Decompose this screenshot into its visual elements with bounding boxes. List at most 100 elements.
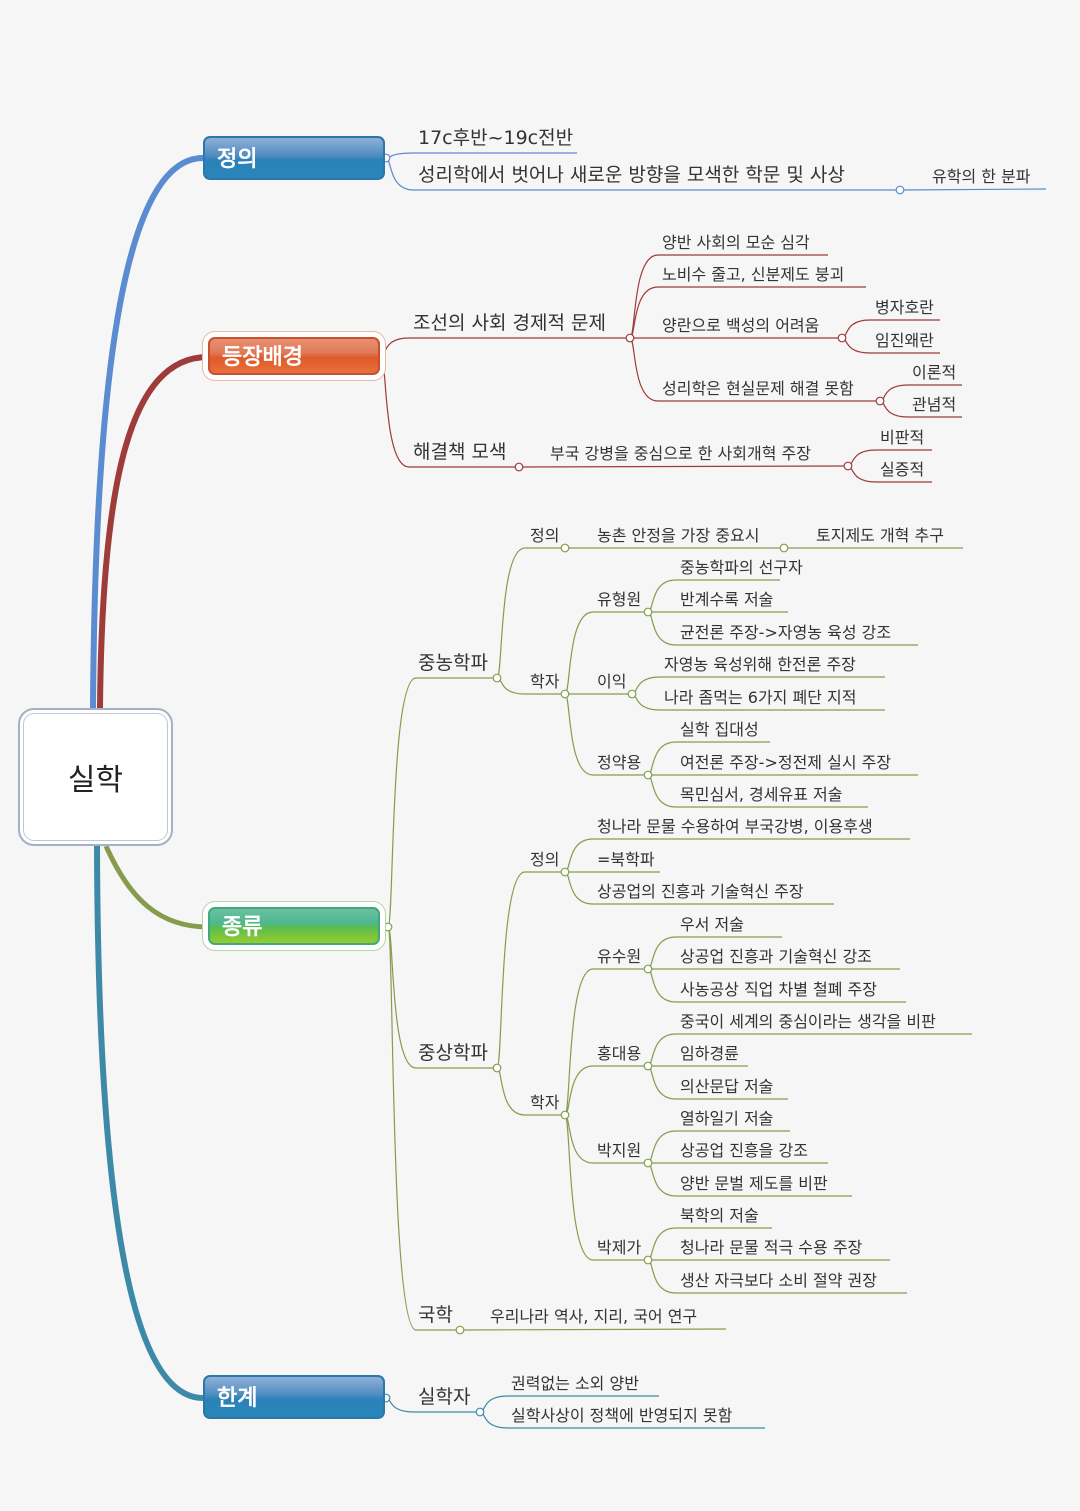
scholar-name[interactable]: 박제가 [597, 1238, 642, 1257]
scholar-item[interactable]: 열하일기 저술 [680, 1109, 774, 1128]
limits-item[interactable]: 권력없는 소외 양반 [511, 1374, 639, 1393]
mercantile-definition-item[interactable]: 청나라 문물 수용하여 부국강병, 이용후생 [597, 817, 873, 836]
solution-sub[interactable]: 실증적 [880, 460, 925, 479]
scholar-item[interactable]: 양반 문벌 제도를 비판 [680, 1174, 828, 1193]
scholar-item[interactable]: 의산문답 저술 [680, 1077, 774, 1096]
branch-definition [90, 155, 204, 709]
problem-item[interactable]: 양란으로 백성의 어려움 [662, 316, 820, 335]
definition-description[interactable]: 성리학에서 벗어나 새로운 방향을 모색한 학문 및 사상 [418, 164, 845, 186]
topic-definition-label: 정의 [217, 147, 258, 172]
collapse-toggle-icon [475, 1407, 485, 1417]
scholar-item[interactable]: 실학 집대성 [680, 720, 759, 739]
scholar-item[interactable]: 나라 좀먹는 6가지 폐단 지적 [664, 688, 857, 707]
scholar-item[interactable]: 상공업 진흥과 기술혁신 강조 [680, 947, 872, 966]
collapse-toggle-icon [627, 689, 637, 699]
problem-sub[interactable]: 관념적 [912, 395, 957, 414]
definition-sub[interactable]: 유학의 한 분파 [932, 167, 1031, 186]
scholar-name[interactable]: 유형원 [597, 590, 642, 609]
solution-sub[interactable]: 비판적 [880, 428, 925, 447]
national-studies-connector [387, 926, 460, 1331]
definition-period-connector [385, 152, 577, 159]
physiocrat[interactable]: 중농학파 [418, 652, 488, 674]
scholar-item[interactable]: 자영농 육성위해 한전론 주장 [664, 655, 856, 674]
limits-scholar[interactable]: 실학자 [418, 1386, 471, 1408]
scholar-name[interactable]: 박지원 [597, 1141, 642, 1160]
collapse-toggle-icon [560, 543, 570, 553]
collapse-toggle-icon [643, 1061, 653, 1071]
scholar-item[interactable]: 여전론 주장->정전제 실시 주장 [680, 753, 892, 772]
scholar-item[interactable]: 중국이 세계의 중심이라는 생각을 비판 [680, 1012, 936, 1031]
scholar-item[interactable]: 청나라 문물 적극 수용 주장 [680, 1238, 863, 1257]
background-problem[interactable]: 조선의 사회 경제적 문제 [413, 312, 606, 334]
scholar-item[interactable]: 우서 저술 [680, 915, 744, 934]
solution-item-connector [518, 465, 849, 468]
scholar-item[interactable]: 목민심서, 경세유표 저술 [680, 785, 843, 804]
solution-item[interactable]: 부국 강병을 중심으로 한 사회개혁 주장 [550, 444, 811, 463]
problem-item[interactable]: 성리학은 현실문제 해결 못함 [662, 379, 854, 398]
mercantile-definition-item[interactable]: =북학파 [597, 850, 655, 869]
problem-sub[interactable]: 이론적 [912, 363, 957, 382]
background-solution[interactable]: 해결책 모색 [413, 441, 507, 463]
problem-sub[interactable]: 임진왜란 [875, 331, 934, 350]
national-studies[interactable]: 국학 [418, 1304, 453, 1326]
problem-item[interactable]: 양반 사회의 모순 심각 [662, 233, 810, 252]
scholar-item[interactable]: 중농학파의 선구자 [680, 558, 803, 577]
collapse-toggle-icon [625, 333, 635, 343]
collapse-toggle-icon [383, 922, 393, 932]
national-studies-item-connector [459, 1328, 727, 1331]
mercantile-definition[interactable]: 정의 [530, 850, 560, 869]
topic-background[interactable]: 등장배경 [208, 337, 380, 375]
collapse-toggle-icon [492, 673, 502, 683]
collapse-toggle-icon [895, 185, 905, 195]
national-studies-item[interactable]: 우리나라 역사, 지리, 국어 연구 [490, 1307, 698, 1326]
scholar-name[interactable]: 유수원 [597, 947, 642, 966]
mercantile-scholars[interactable]: 학자 [530, 1093, 560, 1112]
mercantile-definition-item[interactable]: 상공업의 진흥과 기술혁신 주장 [597, 882, 804, 901]
mercantile-definition-connector [496, 871, 565, 1069]
scholar-item[interactable]: 임하경륜 [680, 1044, 739, 1063]
scholar-item[interactable]: 생산 자극보다 소비 절약 권장 [680, 1271, 877, 1290]
central-topic[interactable]: 실학 [18, 708, 173, 846]
limits-item[interactable]: 실학사상이 정책에 반영되지 못함 [511, 1406, 733, 1425]
definition-sub-connector [899, 188, 1047, 191]
physiocrat-scholars[interactable]: 학자 [530, 672, 560, 691]
collapse-toggle-icon [837, 333, 847, 343]
scholar-item[interactable]: 균전론 주장->자영농 육성 강조 [680, 623, 892, 642]
branch-limits [94, 845, 204, 1401]
collapse-toggle-icon [643, 1158, 653, 1168]
physiocrat-definition-item[interactable]: 농촌 안정을 가장 중요시 [597, 526, 760, 545]
scholar-item[interactable]: 상공업 진흥을 강조 [680, 1141, 808, 1160]
collapse-toggle-icon [560, 689, 570, 699]
branch-background [97, 354, 209, 709]
physiocrat-definition[interactable]: 정의 [530, 526, 560, 545]
scholar-name-connector [564, 968, 648, 1116]
mercantile-connector [387, 926, 497, 1069]
scholar-item[interactable]: 북학의 저술 [680, 1206, 759, 1225]
collapse-toggle-icon [643, 607, 653, 617]
scholar-name[interactable]: 이익 [597, 672, 627, 691]
scholar-name-connector [564, 1065, 648, 1116]
mercantile[interactable]: 중상학파 [418, 1042, 488, 1064]
definition-period[interactable]: 17c후반~19c전반 [418, 127, 574, 149]
scholar-item[interactable]: 반계수록 저술 [680, 590, 774, 609]
scholar-item[interactable]: 사농공상 직업 차별 철폐 주장 [680, 980, 877, 999]
scholar-name-connector [564, 1114, 648, 1261]
collapse-toggle-icon [779, 543, 789, 553]
topic-limits[interactable]: 한계 [203, 1375, 385, 1419]
collapse-toggle-icon [643, 1255, 653, 1265]
problem-sub[interactable]: 병자호란 [875, 298, 934, 317]
collapse-toggle-icon [514, 462, 524, 472]
physiocrat-definition-sub[interactable]: 토지제도 개혁 추구 [816, 526, 944, 545]
collapse-toggle-icon [843, 461, 853, 471]
problem-item[interactable]: 노비수 줄고, 신분제도 붕괴 [662, 265, 845, 284]
collapse-toggle-icon [643, 770, 653, 780]
collapse-toggle-icon [560, 867, 570, 877]
central-topic-label: 실학 [67, 763, 124, 798]
scholar-name[interactable]: 홍대용 [597, 1044, 642, 1063]
topic-background-label: 등장배경 [222, 345, 303, 370]
topic-types[interactable]: 종류 [208, 907, 380, 945]
scholar-name[interactable]: 정약용 [597, 753, 642, 772]
branch-types [103, 844, 209, 930]
topic-definition[interactable]: 정의 [203, 136, 385, 180]
